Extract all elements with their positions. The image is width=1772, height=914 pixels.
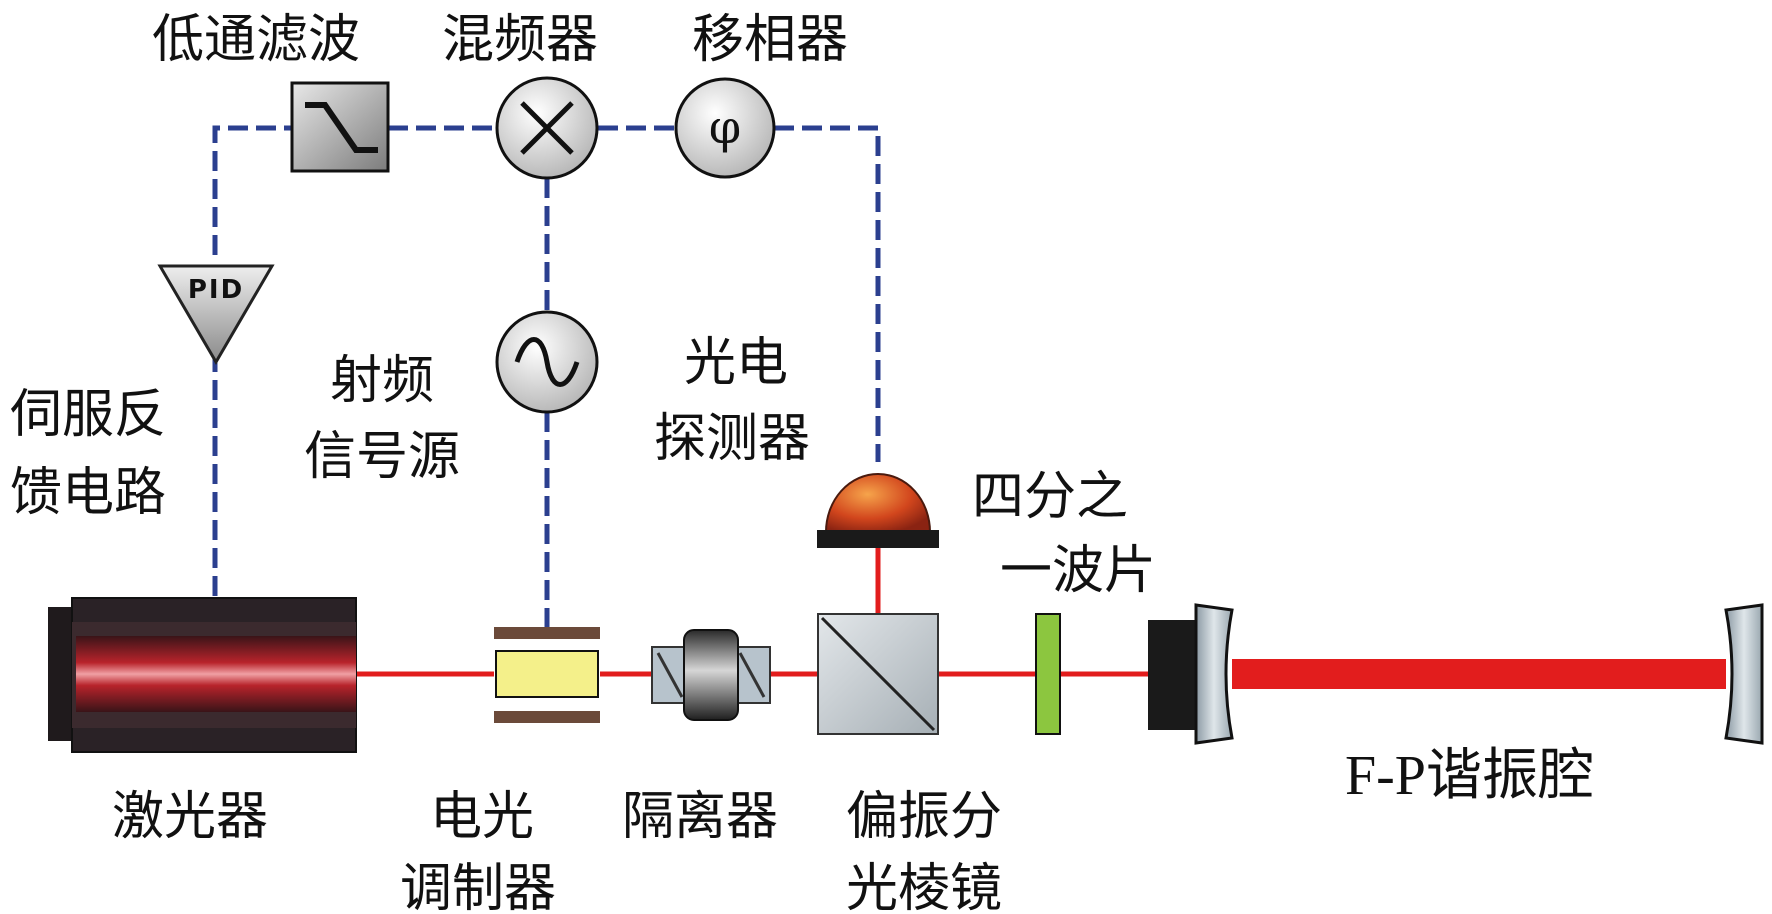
label-phase-shifter: 移相器 — [692, 10, 848, 70]
pid-controller: PID — [157, 264, 275, 365]
label-eom-line2: 调制器 — [400, 859, 556, 914]
mixer — [495, 76, 599, 180]
label-isolator: 隔离器 — [622, 787, 778, 847]
label-photodetector-line2: 探测器 — [654, 409, 810, 469]
isolator — [651, 629, 771, 721]
pid-label: PID — [188, 275, 244, 305]
label-pbs-line1: 偏振分 — [846, 787, 1002, 847]
electrical-lines — [212, 125, 881, 627]
detector-dome — [824, 473, 932, 533]
phase-shifter-icon — [674, 77, 776, 179]
label-quarter-wave-line1: 四分之 — [972, 467, 1128, 527]
laser-beam — [355, 545, 1726, 689]
labels: 低通滤波 混频器 移相器 伺服反 馈电路 射频 信号源 光电 探测器 四分之 一… — [10, 10, 1594, 914]
end-mirror — [1724, 603, 1764, 745]
label-fp-cavity: F-P谐振腔 — [1345, 745, 1594, 807]
phase-shifter: φ — [674, 77, 776, 179]
electro-optic-modulator — [494, 627, 600, 723]
label-quarter-wave-line2: 一波片 — [1000, 541, 1156, 601]
label-low-pass-filter: 低通滤波 — [152, 10, 360, 70]
laser — [48, 597, 357, 753]
quarter-wave-plate — [1035, 613, 1061, 735]
label-rf-line2: 信号源 — [304, 427, 460, 487]
label-eom-line1: 电光 — [430, 787, 534, 847]
eom-crystal — [495, 650, 599, 698]
label-rf-line1: 射频 — [330, 351, 434, 411]
label-servo-line1: 伺服反 — [10, 385, 166, 445]
label-laser: 激光器 — [112, 787, 268, 847]
label-mixer: 混频器 — [442, 10, 598, 70]
label-pbs-line2: 光棱镜 — [846, 859, 1002, 914]
polarizing-beam-splitter — [817, 613, 939, 735]
low-pass-filter — [290, 81, 390, 173]
rf-signal-source — [495, 310, 599, 414]
label-servo-line2: 馈电路 — [10, 463, 166, 523]
phase-symbol: φ — [709, 100, 741, 154]
fp-cavity — [1148, 603, 1764, 745]
input-mirror — [1194, 603, 1234, 745]
pid-triangle-icon — [157, 264, 275, 365]
label-photodetector-line1: 光电 — [684, 333, 788, 393]
photodetector — [817, 473, 939, 548]
